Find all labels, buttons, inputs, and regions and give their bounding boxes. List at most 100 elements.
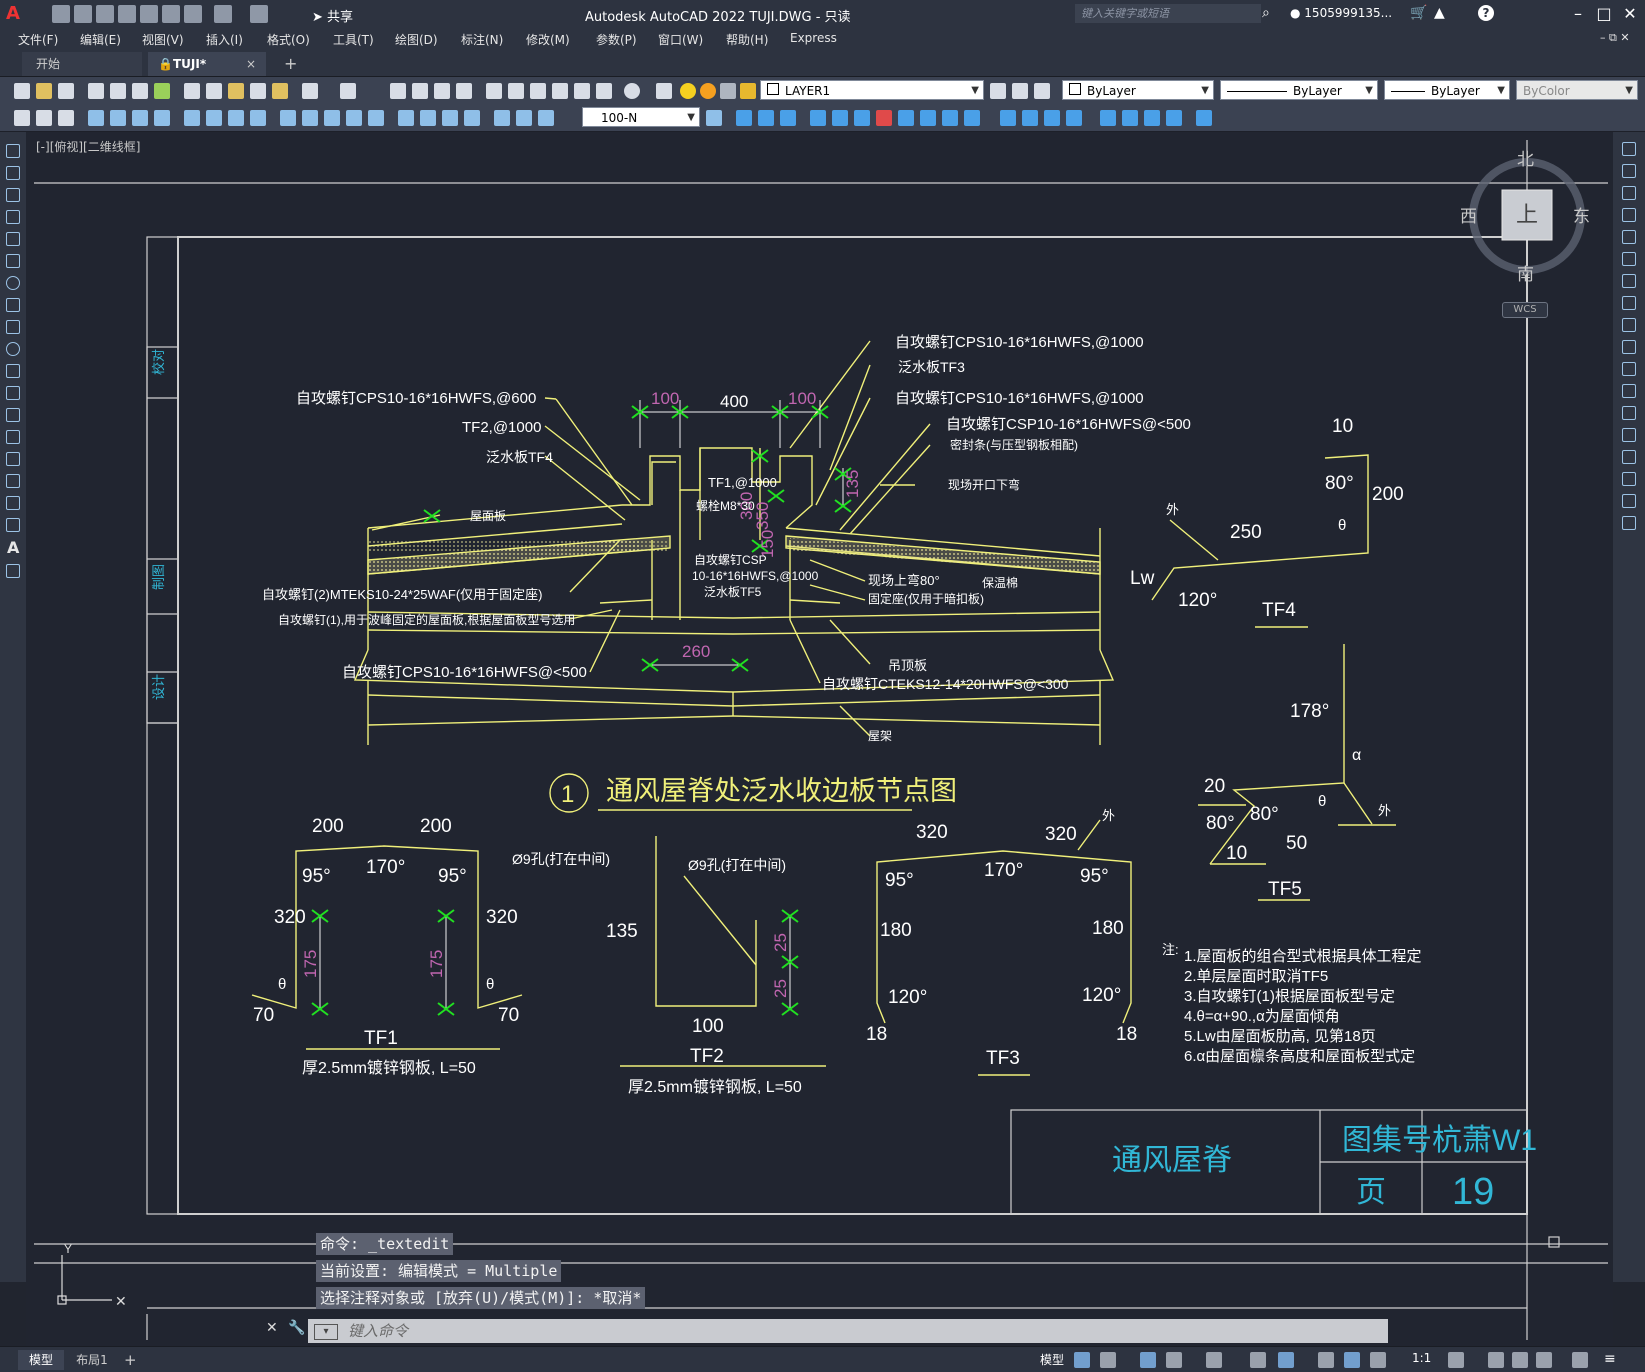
3dsolid-icon[interactable] [14,110,30,126]
menu-parameter[interactable]: 参数(P) [596,33,637,47]
check-icon[interactable] [1100,110,1116,126]
layer-on-icon[interactable] [680,83,696,99]
triangle-icon[interactable]: ▲ [1434,5,1445,21]
matchprop-icon[interactable] [250,83,266,99]
pan-icon[interactable] [390,83,406,99]
menu-help[interactable]: 帮助(H) [726,33,769,47]
menu-file[interactable]: 文件(F) [18,33,59,47]
sheet-icon[interactable] [162,5,180,23]
explode-icon[interactable] [1622,516,1636,530]
color-dropdown[interactable]: ByLayer▼ [1062,80,1214,100]
dimtedit-icon[interactable] [516,110,532,126]
close-window-button[interactable]: ✕ [1623,4,1637,23]
break-icon[interactable] [1622,406,1636,420]
cart-icon[interactable]: 🛒 [1410,5,1428,21]
cut-icon[interactable] [184,83,200,99]
union-icon[interactable] [736,110,752,126]
viewport-controls[interactable]: [-][俯视][二维线框] [36,140,141,154]
extrude-faces-icon[interactable] [810,110,826,126]
autocad-logo-icon[interactable]: A [6,3,20,24]
separate-icon[interactable] [1044,110,1060,126]
spline-icon[interactable] [6,320,20,334]
redo-icon[interactable] [250,5,268,23]
command-input[interactable]: 键入命令 [308,1319,1388,1343]
annotation-scale[interactable]: 1:1 [1412,1351,1432,1365]
lineweight-icon[interactable] [1318,1352,1334,1368]
slice-icon[interactable] [1122,110,1138,126]
diameter-icon[interactable] [228,110,244,126]
table-icon[interactable] [6,518,20,532]
new-tab-button[interactable]: + [284,54,298,73]
zoom-previous-icon[interactable] [456,83,472,99]
command-customize-icon[interactable]: 🔧 [288,1320,306,1336]
isodraft-icon[interactable] [1206,1352,1222,1368]
polygon-icon[interactable] [6,210,20,224]
save-as-icon[interactable] [118,5,136,23]
ortho-icon[interactable] [1140,1352,1156,1368]
annotation-visibility-icon[interactable] [1344,1352,1360,1368]
array-icon[interactable] [1622,230,1636,244]
region-icon[interactable] [36,110,52,126]
line-icon[interactable] [6,144,20,158]
menu-draw[interactable]: 绘图(D) [395,33,438,47]
snap-icon[interactable] [1100,1352,1116,1368]
osnap-icon[interactable] [1278,1352,1294,1368]
baseline-icon[interactable] [302,110,318,126]
plus-icon[interactable] [1488,1352,1504,1368]
dimspace-icon[interactable] [346,110,362,126]
linetype-dropdown[interactable]: ByLayer▼ [1220,80,1378,100]
make-block-icon[interactable] [6,408,20,422]
dimstyle-dropdown[interactable]: 100-N▼ [582,107,700,127]
mtext-icon[interactable]: A [7,538,20,557]
ellipse-arc-icon[interactable] [6,364,20,378]
share-button[interactable]: ➤ 共享 [312,6,353,25]
tab-layout1[interactable]: 布局1 [76,1353,108,1367]
angular-icon[interactable] [250,110,266,126]
circle-icon[interactable] [6,276,20,290]
quick-dim-icon[interactable] [280,110,296,126]
user-account[interactable]: ● 1505999135... [1290,6,1392,20]
jogged-linear-icon[interactable] [464,110,480,126]
isolate-icon[interactable] [1512,1352,1528,1368]
add-layout-button[interactable]: + [124,1351,137,1369]
join-icon[interactable] [1622,428,1636,442]
navigation-cube[interactable] [1469,158,1585,274]
offset-icon[interactable] [1622,208,1636,222]
undo-icon[interactable] [214,5,232,23]
clean-screen-icon[interactable] [1572,1352,1588,1368]
linear-dim-icon[interactable] [88,110,104,126]
sheetset-icon[interactable] [552,83,568,99]
menu-window[interactable]: 窗口(W) [658,33,704,47]
save-icon[interactable] [96,5,114,23]
preview-icon[interactable] [110,83,126,99]
search-icon[interactable]: ⌕ [1262,5,1270,21]
subtract-icon[interactable] [758,110,774,126]
interfere-icon[interactable] [1166,110,1182,126]
publish-icon[interactable] [132,83,148,99]
layer-viewport-icon[interactable] [720,83,736,99]
zoom-window-icon[interactable] [434,83,450,99]
insert-block-icon[interactable] [6,386,20,400]
menu-dimension[interactable]: 标注(N) [461,33,504,47]
extend-icon[interactable] [1622,362,1636,376]
continue-icon[interactable] [324,110,340,126]
tab-tuji[interactable]: 🔒TUJI* [148,52,266,76]
gear-icon[interactable] [1448,1352,1464,1368]
rotate-faces-icon[interactable] [898,110,914,126]
layer-thaw-icon[interactable] [700,83,716,99]
rectangle-icon[interactable] [6,232,20,246]
hatch-icon[interactable] [6,452,20,466]
calculator-icon[interactable] [596,83,612,99]
aligned-dim-icon[interactable] [110,110,126,126]
stretch-icon[interactable] [1622,318,1636,332]
add-selected-icon[interactable] [6,564,20,578]
help-icon[interactable]: ? [1478,5,1494,21]
menu-format[interactable]: 格式(O) [267,33,310,47]
undo-icon[interactable] [302,83,318,99]
layer-dropdown[interactable]: LAYER1▼ [760,80,984,100]
plot-icon[interactable] [184,5,202,23]
hardware-accel-icon[interactable] [1536,1352,1552,1368]
trim-icon[interactable] [1622,340,1636,354]
layer-states-icon[interactable] [1034,83,1050,99]
gradient-icon[interactable] [6,474,20,488]
